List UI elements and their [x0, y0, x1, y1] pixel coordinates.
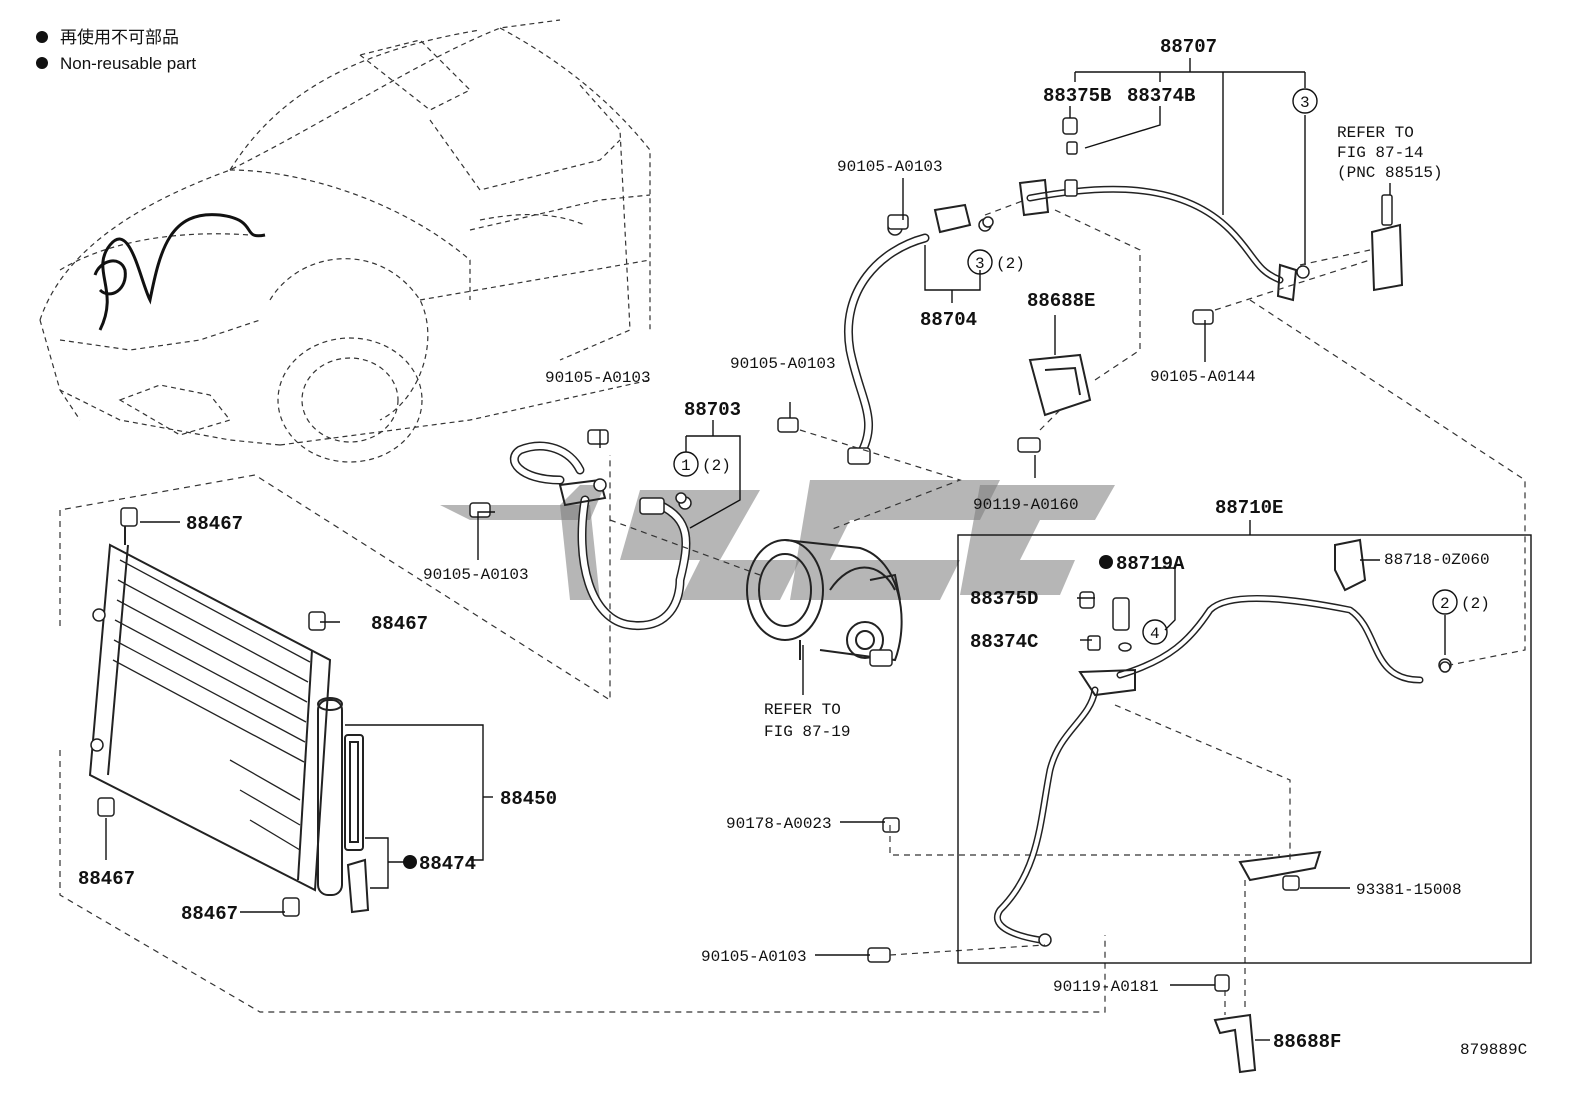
- refer-fig-87-14-line2: FIG 87-14: [1337, 144, 1423, 162]
- label-88467-d: 88467: [181, 903, 238, 925]
- discharge-hose-88703: [509, 441, 692, 630]
- figure-code: 879889C: [1460, 1041, 1527, 1059]
- leader-lines: [105, 58, 1446, 1041]
- legend: 再使用不可部品 Non-reusable part: [36, 27, 196, 73]
- label-90119-A0181: 90119-A0181: [1053, 978, 1159, 996]
- label-88467-a: 88467: [186, 513, 243, 535]
- callout-3-mid: 3: [975, 255, 985, 273]
- callout-3-qty: (2): [996, 255, 1025, 273]
- label-88688F: 88688F: [1273, 1031, 1341, 1053]
- label-90105-A0144: 90105-A0144: [1150, 368, 1256, 386]
- label-90178-A0023: 90178-A0023: [726, 815, 832, 833]
- label-88374C: 88374C: [970, 631, 1038, 653]
- callout-circle-4: [1142, 619, 1168, 645]
- label-88688E: 88688E: [1027, 290, 1095, 312]
- non-reusable-dot-icon: [36, 57, 48, 69]
- pipe-88710E: [994, 595, 1452, 947]
- callout-circle-2: [1432, 589, 1458, 615]
- label-88467-c: 88467: [78, 868, 135, 890]
- callout-3-top: 3: [1300, 94, 1310, 112]
- label-88703: 88703: [684, 399, 741, 421]
- refer-fig-87-19-line2: FIG 87-19: [764, 723, 850, 741]
- label-88450: 88450: [500, 788, 557, 810]
- suction-hose-88704: [844, 203, 992, 465]
- label-90105-A0103-low: 90105-A0103: [423, 566, 529, 584]
- label-88704: 88704: [920, 309, 977, 331]
- label-88467-b: 88467: [371, 613, 428, 635]
- label-93381-15008: 93381-15008: [1356, 881, 1462, 899]
- label-88374B: 88374B: [1127, 85, 1195, 107]
- callout-1: 1: [681, 457, 691, 475]
- callout-circles: [673, 88, 1458, 673]
- callout-2-qty: (2): [1461, 595, 1490, 613]
- refer-fig-87-14-line3: (PNC 88515): [1337, 164, 1443, 182]
- refer-fig-87-14-line1: REFER TO: [1337, 124, 1414, 142]
- callout-circle-1: [673, 451, 699, 477]
- part-labels: 88707 88375B 88374B 3 REFER TO FIG 87-14…: [78, 36, 1527, 1059]
- callout-circle-3-top: [1292, 88, 1318, 114]
- label-90105-A0103-left: 90105-A0103: [545, 369, 651, 387]
- label-88719A: 88719A: [1116, 553, 1185, 575]
- label-90105-A0103-bottom: 90105-A0103: [701, 948, 807, 966]
- condenser-assembly: [88, 507, 370, 917]
- callout-1-qty: (2): [702, 457, 731, 475]
- refer-fig-87-19-line1: REFER TO: [764, 701, 841, 719]
- legend-japanese: 再使用不可部品: [60, 27, 179, 47]
- callout-circle-3-mid: [967, 249, 993, 275]
- non-reusable-dot-icon: [36, 31, 48, 43]
- non-reusable-dot-icon: [403, 855, 417, 869]
- group-box-88710E: [957, 534, 1532, 964]
- callout-2: 2: [1440, 595, 1450, 613]
- liquid-pipe-88707: [1018, 178, 1310, 302]
- label-88375D: 88375D: [970, 588, 1038, 610]
- callout-4: 4: [1150, 625, 1160, 643]
- legend-english: Non-reusable part: [60, 54, 196, 73]
- dashed-guides: [59, 199, 1526, 1015]
- compressor: [746, 539, 903, 667]
- vehicle-outline: [39, 19, 651, 463]
- label-88710E: 88710E: [1215, 497, 1283, 519]
- label-88718-0Z060: 88718-0Z060: [1384, 551, 1490, 569]
- label-88707: 88707: [1160, 36, 1217, 58]
- label-90119-A0160: 90119-A0160: [973, 496, 1079, 514]
- label-90105-A0103-top: 90105-A0103: [837, 158, 943, 176]
- label-88375B: 88375B: [1043, 85, 1111, 107]
- label-90105-A0103-mid: 90105-A0103: [730, 355, 836, 373]
- non-reusable-dot-icon: [1099, 555, 1113, 569]
- label-88474: 88474: [419, 853, 476, 875]
